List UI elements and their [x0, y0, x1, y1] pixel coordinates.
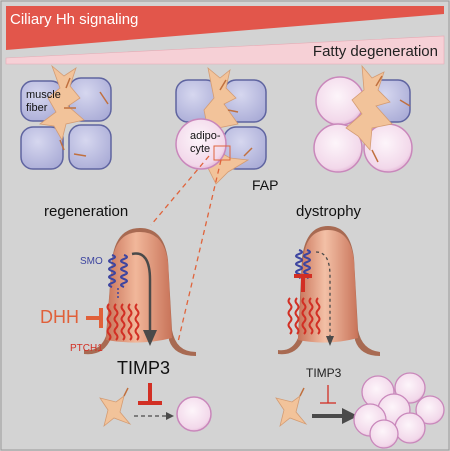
muscle-cluster: [20, 64, 112, 170]
ptch1-label: PTCH1: [70, 343, 103, 354]
fap-cell: [345, 64, 393, 151]
cilium-marker: [375, 75, 383, 87]
muscle-fiber-label: muscle fiber: [26, 89, 61, 114]
ptch1-receptor: [106, 303, 112, 341]
adipocyte-cell: [176, 396, 212, 432]
cilium-marker: [59, 139, 65, 151]
outcome-dystrophy: [275, 372, 445, 449]
muscle-fiber-cell: [20, 126, 64, 170]
adipocyte-cell: [415, 395, 445, 425]
cilium-marker: [227, 109, 239, 113]
cilium-marker: [399, 99, 411, 107]
cilium-marker: [299, 387, 305, 397]
ptch1-receptor: [287, 297, 293, 335]
cilium-marker: [73, 153, 87, 157]
fap-cell: [99, 395, 132, 428]
fatty-cluster: [313, 64, 413, 173]
ptch1-receptor: [315, 297, 321, 335]
ptch1-receptor: [113, 303, 119, 341]
cilium-marker: [65, 77, 71, 89]
ptch1-receptor: [134, 303, 140, 341]
muscle-fiber-cell: [68, 124, 112, 170]
ptch1-receptor: [301, 297, 307, 335]
cilium-marker: [371, 149, 379, 163]
ptch1-receptor: [294, 297, 300, 335]
differentiation-arrowhead: [166, 412, 174, 420]
fatty-degeneration-wedge: [5, 35, 445, 65]
smo-label: SMO: [80, 256, 103, 267]
adipocyte-cell: [394, 412, 426, 444]
hh-signaling-wedge: [6, 6, 444, 50]
adipocyte-cell: [369, 419, 399, 449]
timp3-label-dystrophy: TIMP3: [306, 366, 342, 380]
fatty-degeneration-label: Fatty degeneration: [312, 43, 438, 60]
dystrophy-title: dystrophy: [296, 203, 362, 220]
zoom-box: [213, 145, 231, 161]
signal-arrow-dashed: [315, 251, 331, 336]
cilium-dystrophy: [278, 226, 380, 356]
fap-cell: [38, 64, 85, 142]
cilium-marker: [243, 147, 253, 157]
signal-arrowhead: [143, 330, 157, 346]
zoom-line-right: [177, 159, 222, 343]
adipocyte-label: adipo- cyte: [190, 130, 221, 155]
regeneration-title: regeneration: [44, 203, 129, 220]
fap-cell: [275, 395, 308, 428]
fap-label: FAP: [252, 177, 279, 193]
signal-arrow: [131, 252, 152, 330]
smo-receptor: [295, 249, 303, 279]
hh-signaling-label: Ciliary Hh signaling: [10, 11, 139, 28]
zoom-line-left: [150, 155, 210, 226]
cilium-marker: [123, 387, 129, 397]
cilium-regeneration: [84, 228, 196, 356]
outcome-regeneration: [99, 383, 212, 432]
ptch1-receptor: [308, 297, 314, 335]
cilium-marker: [219, 79, 227, 91]
transition-cluster: [175, 66, 267, 185]
smo-receptor: [303, 249, 311, 279]
differentiation-arrowhead: [342, 408, 358, 424]
smo-receptor: [108, 254, 116, 288]
ptch1-receptor: [120, 303, 126, 341]
cilium-marker: [99, 91, 109, 105]
dhh-label: DHH: [40, 307, 79, 327]
adipocyte-cell: [394, 372, 426, 404]
ptch1-receptor: [127, 303, 133, 341]
smo-receptor: [120, 254, 128, 288]
signal-arrowhead: [326, 336, 334, 346]
timp3-label-regeneration: TIMP3: [117, 358, 171, 378]
adipocyte-cell: [313, 123, 363, 173]
cilium-body: [298, 230, 358, 343]
